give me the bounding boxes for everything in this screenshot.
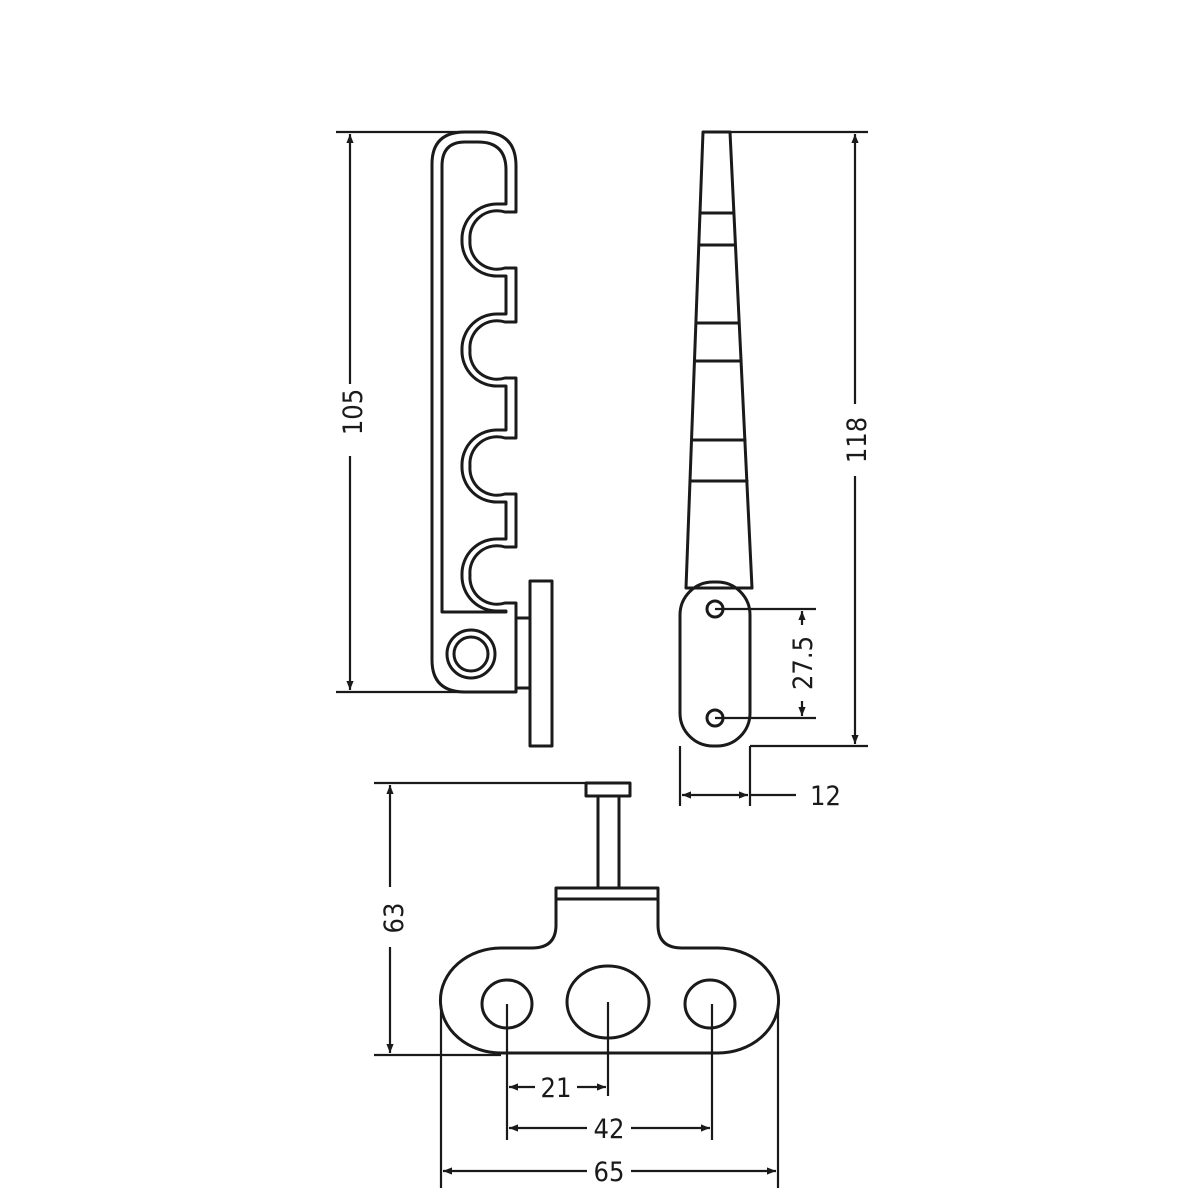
- pin-head: [528, 579, 554, 748]
- stay-arm-outline: [430, 130, 518, 694]
- pin-head-top: [584, 781, 632, 798]
- plate-hole-right: [683, 978, 737, 1030]
- dimension-label-42: 42: [594, 1114, 625, 1145]
- pin-shaft-top: [596, 794, 621, 890]
- tapered-arm-outline: [684, 130, 754, 590]
- top-view: 63 21 42 65: [374, 781, 781, 1188]
- eye-outer-circle: [445, 628, 497, 680]
- side-view: 105: [336, 130, 554, 748]
- front-base-plate: [678, 580, 752, 748]
- dimension-label-27-5: 27.5: [788, 636, 819, 690]
- dimension-label-105: 105: [338, 389, 369, 435]
- eye-inner-circle: [452, 635, 490, 673]
- dimension-label-12: 12: [810, 781, 841, 812]
- base-plate-outline: [438, 886, 781, 1055]
- front-view: 118 27.5 12: [678, 130, 873, 812]
- dimension-label-21: 21: [541, 1073, 572, 1104]
- pin-shaft: [514, 616, 532, 690]
- stay-arm-inner-outline: [440, 140, 508, 614]
- dimension-label-118: 118: [842, 417, 873, 463]
- dimension-label-63: 63: [379, 903, 410, 934]
- dimension-label-65: 65: [594, 1157, 625, 1188]
